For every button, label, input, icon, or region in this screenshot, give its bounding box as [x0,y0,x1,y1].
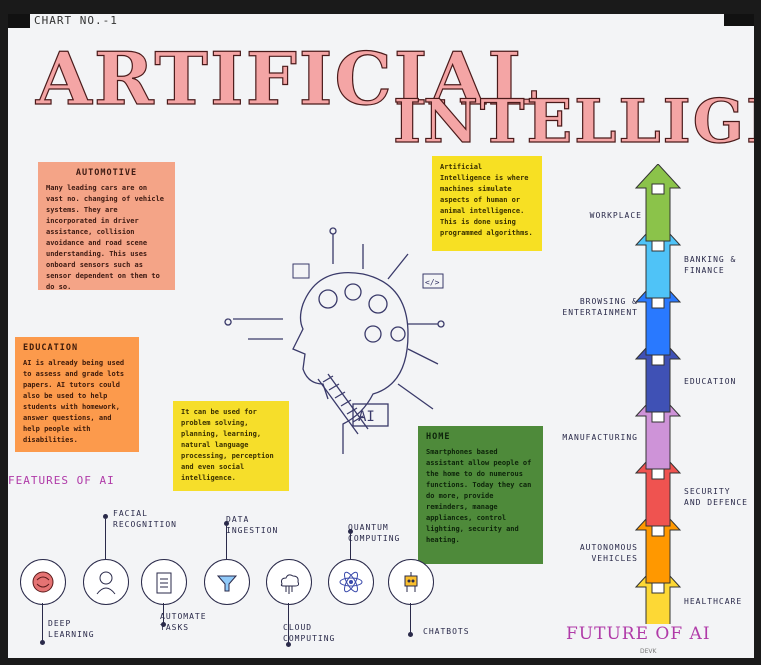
note-body: It can be used for problem solving, plan… [181,408,274,482]
note-title: HOME [426,432,451,442]
connector-dot [161,622,166,627]
funnel-feature-circle [204,559,250,605]
arrow-icon [651,354,665,366]
feature-connector [410,603,411,633]
arrow-icon [651,411,665,423]
feature-label: CHATBOTS [423,627,470,636]
future-section-title: FUTURE OF AI [566,624,711,644]
funnel-icon [216,575,238,592]
note-body: Many leading cars are on vast no. changi… [46,184,165,291]
note-title: EDUCATION [23,343,79,353]
note-body: AI is already being used to assess and g… [23,359,125,444]
cloud-icon [280,574,300,594]
feature-connector [42,603,43,641]
brain-ai-label: AI [358,409,375,425]
note-body: Smartphones based assistant allow people… [426,448,532,544]
clipboard-feature-circle [141,559,187,605]
title-intelligence: INTELLIGENCE [392,86,754,157]
arrow-icon [651,183,665,195]
note-automotive: AUTOMOTIVE Many leading cars are on vast… [38,162,175,291]
feature-connector [226,526,227,559]
note-body: Artificial Intelligence is where machine… [440,163,533,237]
note-education: EDUCATION AI is already being used to as… [15,337,139,452]
feature-connector [288,603,289,643]
future-label: WORKPLACE [589,211,642,220]
feature-label: DATA INGESTION [226,515,279,535]
note-uses: It can be used for problem solving, plan… [173,401,289,491]
note-home: HOME Smartphones based assistant allow p… [418,426,543,564]
note-title: AUTOMOTIVE [75,168,138,178]
future-label: MANUFACTURING [562,433,638,442]
face-icon [96,571,116,595]
features-section-title: FEATURES OF AI [8,474,115,487]
feature-connector [105,519,106,559]
connector-dot [103,514,108,519]
future-label: BANKING & FINANCE [684,255,737,275]
atom-feature-circle [328,559,374,605]
feature-label: FACIAL RECOGNITION [113,509,177,529]
connector-dot [224,521,229,526]
feature-label: CLOUD COMPUTING [283,623,336,643]
robot-icon [404,572,418,592]
corner-tape [724,14,754,26]
corner-tape [8,14,30,28]
future-label: HEALTHCARE [684,597,743,606]
arrow-icon [651,468,665,480]
future-arrows-column [634,164,682,624]
note-definition: Artificial Intelligence is where machine… [432,156,542,251]
feature-connector [163,603,164,623]
connector-dot [408,632,413,637]
feature-label: QUANTUM COMPUTING [348,523,401,543]
cloud-feature-circle [266,559,312,605]
arrow-icon [651,297,665,309]
chart-number: CHART NO.-1 [34,14,118,27]
ai-head-illustration: AI </> [224,227,445,454]
poster-sheet: CHART NO.-1 ARTIFICIAL INTELLIGENCE AUTO… [8,14,754,658]
arrow-icon [651,240,665,252]
future-label: AUTONOMOUS VEHICLES [579,543,638,563]
feature-label: AUTOMATE TASKS [160,612,207,632]
connector-dot [348,529,353,534]
feature-label: DEEP LEARNING [48,619,95,639]
code-chip-label: </> [425,278,440,287]
robot-feature-circle [388,559,434,605]
future-arrow [634,164,682,242]
clipboard-icon [156,572,172,594]
future-label: SECURITY AND DEFENCE [684,487,748,507]
face-feature-circle [83,559,129,605]
atom-icon [339,571,363,593]
brain-icon [32,571,54,593]
connector-dot [286,642,291,647]
future-label: EDUCATION [684,377,737,386]
signature: DEVK [640,648,657,655]
future-label: BROWSING & ENTERTAINMENT [562,297,638,317]
arrow-icon [651,525,665,537]
connector-dot [40,640,45,645]
brain-feature-circle [20,559,66,605]
arrow-icon [651,582,665,594]
feature-connector [350,534,351,559]
title-artificial: ARTIFICIAL [35,35,540,121]
